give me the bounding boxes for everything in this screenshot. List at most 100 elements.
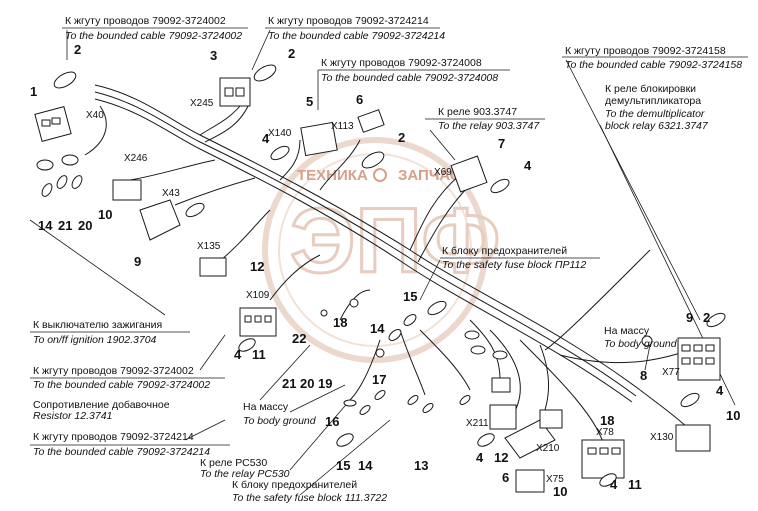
- callout-4: 4: [262, 131, 270, 146]
- caption-8-ru: К выключателю зажигания: [33, 319, 162, 331]
- connector-x75-shape: [515, 469, 545, 493]
- caption-14-ru: К реле РС530: [200, 457, 267, 469]
- callout-15: 15: [403, 289, 417, 304]
- caption-13-ru: На массу: [604, 325, 650, 337]
- connector-x211-shape: [489, 404, 517, 430]
- caption-10-en: Resistor 12.3741: [33, 410, 112, 422]
- caption-3-en: To the bounded cable 79092-3724008: [321, 72, 498, 84]
- callout-18: 18: [600, 413, 614, 428]
- callout-16: 16: [325, 414, 339, 429]
- caption-4-en: To the bounded cable 79092-3724158: [565, 59, 742, 71]
- caption-1-ru: К жгуту проводов 79092-3724002: [65, 15, 226, 27]
- callout-14: 14: [358, 458, 373, 473]
- callout-12: 12: [250, 259, 264, 274]
- connector-label-x78: X78: [596, 427, 614, 438]
- callout-6: 6: [502, 470, 509, 485]
- caption-12-ru: На массу: [243, 401, 289, 413]
- connector-label-x210: X210: [536, 443, 560, 454]
- caption-5-en-1: To the demultiplicator: [605, 108, 705, 120]
- callout-9: 9: [134, 254, 141, 269]
- callout-11: 11: [252, 347, 266, 362]
- callout-2: 2: [74, 42, 81, 57]
- connector-label-x140: X140: [268, 128, 292, 139]
- caption-6-ru: К реле 903.3747: [438, 106, 517, 118]
- plug-shape: [491, 377, 511, 393]
- caption-2-en: To the bounded cable 79092-3724214: [268, 30, 445, 42]
- connector-label-x69: X69: [434, 167, 452, 178]
- callout-21: 21: [282, 376, 296, 391]
- connector-label-x77: X77: [662, 367, 680, 378]
- connector-x78-shape: [581, 439, 625, 479]
- callout-5: 5: [306, 94, 313, 109]
- callout-20: 20: [78, 218, 92, 233]
- callout-6: 6: [356, 92, 363, 107]
- callout-4: 4: [610, 477, 618, 492]
- callout-2: 2: [288, 46, 295, 61]
- caption-11-en: To the bounded cable 79092-3724214: [33, 446, 210, 458]
- callout-10: 10: [553, 484, 567, 499]
- connector-x135-shape: [199, 257, 227, 277]
- caption-11-ru: К жгуту проводов 79092-3724214: [33, 431, 194, 443]
- caption-15-en: To the safety fuse block 111.3722: [232, 492, 387, 504]
- captions: К жгуту проводов 79092-3724002 To the bo…: [33, 15, 742, 504]
- callout-numbers: 1 2 3 2 5 6 2 7 4 4 10 14 21 20 9 12 4 1…: [30, 42, 740, 499]
- connector-x210-shape: [504, 419, 556, 459]
- caption-6-en: To the relay 903.3747: [438, 120, 540, 132]
- callout-4: 4: [234, 347, 242, 362]
- connector-label-x245: X245: [190, 98, 214, 109]
- caption-2-ru: К жгуту проводов 79092-3724214: [268, 15, 429, 27]
- caption-5-en-2: block relay 6321.3747: [605, 120, 709, 132]
- caption-9-ru: К жгуту проводов 79092-3724002: [33, 365, 194, 377]
- callout-4: 4: [524, 158, 532, 173]
- connector-x130-shape: [675, 424, 711, 452]
- connector-x69-shape: [450, 155, 488, 193]
- connector-x113-shape: [357, 109, 385, 133]
- connector-label-x113: X113: [331, 121, 354, 132]
- caption-8-en: To on/ff ignition 1902.3704: [33, 334, 157, 346]
- connector-label-x40: X40: [86, 110, 104, 121]
- callout-15: 15: [336, 458, 350, 473]
- callout-13: 13: [414, 458, 428, 473]
- connector-label-x211: X211: [466, 418, 489, 429]
- caption-10-ru: Сопротивление добавочное: [33, 399, 170, 411]
- callout-1: 1: [30, 84, 37, 99]
- callout-19: 19: [318, 376, 332, 391]
- caption-15-ru: К блоку предохранителей: [232, 479, 357, 491]
- connector-label-x75: X75: [546, 474, 564, 485]
- caption-3-ru: К жгуту проводов 79092-3724008: [321, 57, 482, 69]
- connector-x140-shape: [300, 121, 338, 157]
- connector-label-x246: X246: [124, 153, 148, 164]
- callout-17: 17: [372, 372, 386, 387]
- callout-4: 4: [476, 450, 484, 465]
- caption-13-en: To body ground: [604, 338, 678, 350]
- caption-12-en: To body ground: [243, 415, 317, 427]
- caption-5-ru-1: К реле блокировки: [605, 83, 696, 95]
- harness-wires: [84, 84, 691, 451]
- callout-20: 20: [300, 376, 314, 391]
- callout-14: 14: [370, 321, 385, 336]
- gear-icon: [373, 168, 387, 182]
- callout-3: 3: [210, 48, 217, 63]
- callout-10: 10: [726, 408, 740, 423]
- components: [34, 77, 721, 493]
- callout-18: 18: [333, 315, 347, 330]
- caption-1-en: To the bounded cable 79092-3724002: [65, 30, 242, 42]
- callout-21: 21: [58, 218, 72, 233]
- callout-10: 10: [98, 207, 112, 222]
- connector-x43-shape: [139, 199, 181, 241]
- callout-2: 2: [398, 130, 405, 145]
- callout-8: 8: [640, 368, 647, 383]
- connector-label-x130: X130: [650, 432, 674, 443]
- callout-2: 2: [703, 310, 710, 325]
- caption-rules: [30, 27, 748, 446]
- caption-7-en: To the safety fuse block ПР112: [442, 259, 586, 271]
- caption-4-ru: К жгуту проводов 79092-3724158: [565, 45, 726, 57]
- caption-14-en: To the relay РС530: [200, 468, 290, 480]
- callout-22: 22: [292, 331, 306, 346]
- terminals: [36, 64, 726, 487]
- callout-14: 14: [38, 218, 53, 233]
- callout-9: 9: [686, 310, 693, 325]
- connector-label-x43: X43: [162, 188, 180, 199]
